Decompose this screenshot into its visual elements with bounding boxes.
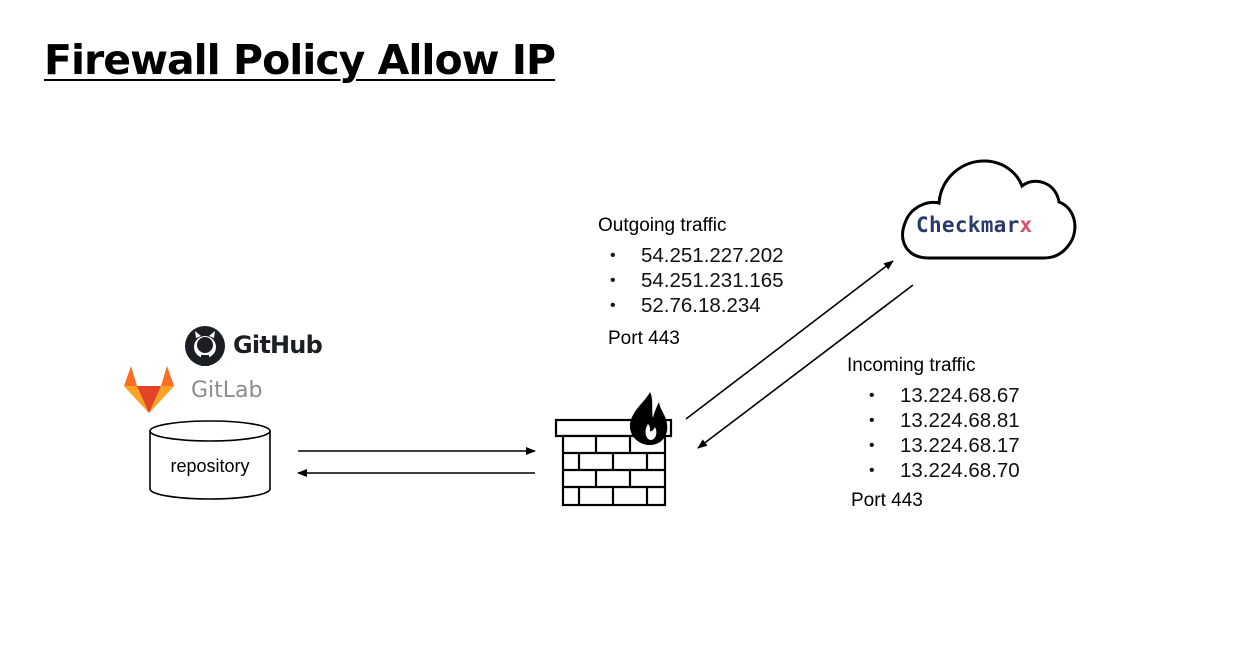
github-logo-text: GitHub <box>233 331 323 359</box>
outgoing-ip-item: 54.251.231.165 <box>598 268 784 293</box>
incoming-ip-item: 13.224.68.67 <box>857 383 1020 408</box>
incoming-traffic-heading: Incoming traffic <box>847 355 976 376</box>
arrow-cloud-to-firewall <box>697 284 914 449</box>
outgoing-port: Port 443 <box>608 328 680 349</box>
outgoing-ip-list: 54.251.227.202 54.251.231.165 52.76.18.2… <box>598 243 784 318</box>
outgoing-traffic-block: Outgoing traffic 54.251.227.202 54.251.2… <box>598 215 784 318</box>
incoming-ip-list: 13.224.68.67 13.224.68.81 13.224.68.17 1… <box>857 383 1020 483</box>
outgoing-ip-item: 54.251.227.202 <box>598 243 784 268</box>
arrow-firewall-to-cloud <box>685 260 894 420</box>
incoming-ip-item: 13.224.68.70 <box>857 458 1020 483</box>
checkmarx-logo-text: Checkmar <box>916 213 1020 237</box>
page-title: Firewall Policy Allow IP <box>44 36 556 84</box>
repository-icon <box>149 420 271 500</box>
checkmarx-logo-x: x <box>1019 213 1033 237</box>
incoming-ip-item: 13.224.68.81 <box>857 408 1020 433</box>
incoming-port: Port 443 <box>851 490 923 511</box>
cloud-icon <box>901 159 1077 260</box>
outgoing-traffic-heading: Outgoing traffic <box>598 215 727 236</box>
fire-icon <box>629 392 668 446</box>
incoming-traffic-block: Incoming traffic 13.224.68.67 13.224.68.… <box>847 355 1020 483</box>
gitlab-logo-text: GitLab <box>191 378 263 403</box>
github-icon <box>185 326 225 366</box>
outgoing-ip-item: 52.76.18.234 <box>598 293 784 318</box>
checkmarx-logo: Checkmarx <box>916 213 1033 237</box>
incoming-ip-item: 13.224.68.17 <box>857 433 1020 458</box>
repository-label: repository <box>170 456 250 476</box>
gitlab-icon <box>124 366 174 413</box>
